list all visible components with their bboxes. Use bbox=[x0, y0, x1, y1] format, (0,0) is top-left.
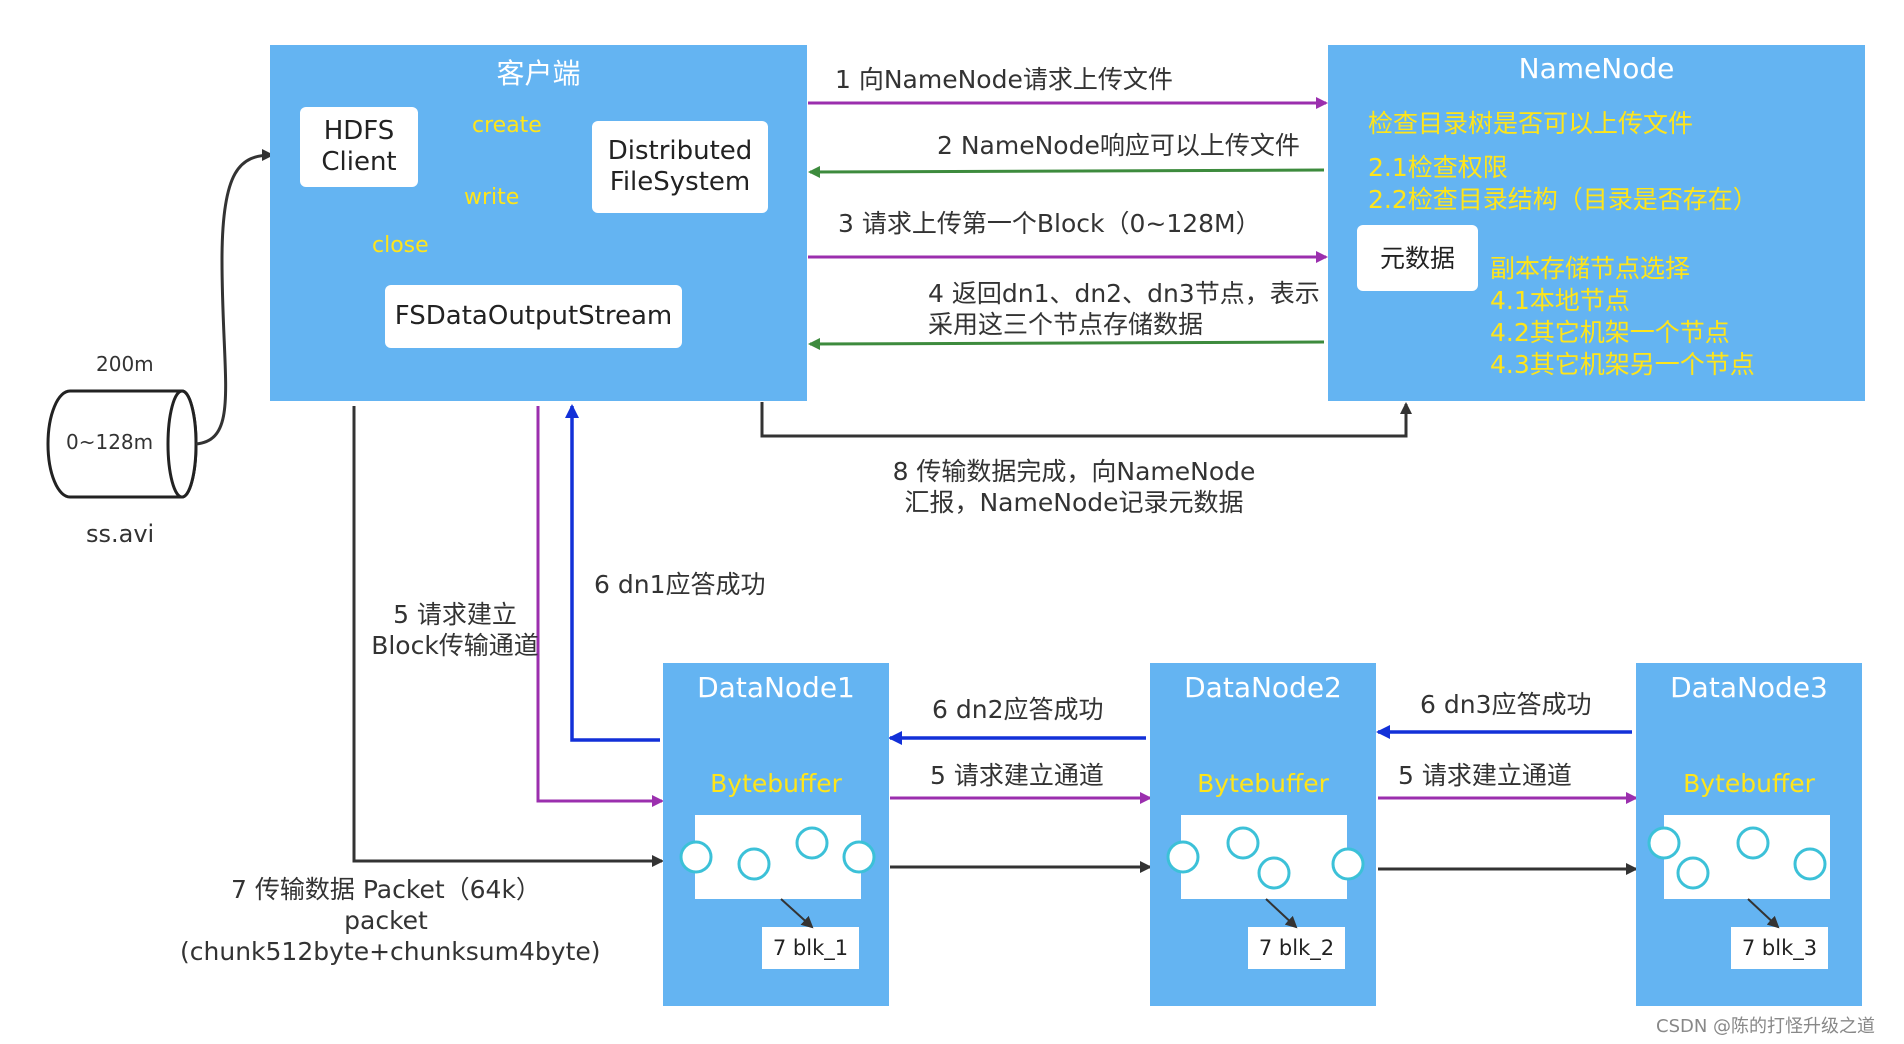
datanode3-title: DataNode3 bbox=[1670, 671, 1828, 704]
file-to-client-arrow bbox=[195, 149, 274, 446]
step4-arrow bbox=[808, 337, 1325, 350]
step6-dn1-label: 6 dn1应答成功 bbox=[594, 570, 766, 599]
packet-circle bbox=[842, 840, 876, 874]
file-name-label: ss.avi bbox=[86, 520, 155, 548]
packet-circle bbox=[1647, 826, 1681, 860]
step2-arrow bbox=[808, 165, 1325, 178]
step6-dn1-arrow bbox=[565, 404, 660, 742]
block-pointer bbox=[1747, 898, 1780, 929]
datanode1-packets bbox=[679, 826, 876, 929]
step5-client-arrow bbox=[536, 406, 664, 807]
create-label: create bbox=[472, 113, 542, 138]
file-block-label: 0~128m bbox=[66, 430, 154, 454]
step6-dn3-label: 6 dn3应答成功 bbox=[1420, 690, 1592, 719]
step5-dn12-label: 5 请求建立通道 bbox=[930, 761, 1104, 790]
block-pointer bbox=[780, 898, 814, 929]
datanode2-bytebuffer-label: Bytebuffer bbox=[1197, 769, 1329, 798]
datanode1-bytebuffer-label: Bytebuffer bbox=[710, 769, 842, 798]
step8-arrow bbox=[760, 402, 1412, 438]
client-title: 客户端 bbox=[496, 57, 581, 90]
datanode3-bytebuffer-label: Bytebuffer bbox=[1683, 769, 1815, 798]
step7-label: 7 传输数据 Packet（64k） packet (chunk512byte+… bbox=[180, 875, 601, 966]
datanode3-block: 7 blk_3 bbox=[1731, 927, 1828, 969]
datanode3-packets bbox=[1647, 826, 1827, 929]
write-label: write bbox=[464, 185, 520, 210]
step3-label: 3 请求上传第一个Block（0~128M） bbox=[838, 209, 1261, 238]
step5-client-label: 5 请求建立 Block传输通道 bbox=[371, 600, 539, 660]
watermark: CSDN @陈的打怪升级之道 bbox=[1656, 1016, 1876, 1037]
hdfs-client-box: HDFS Client bbox=[300, 107, 418, 187]
file-cylinder-icon bbox=[46, 389, 198, 499]
datanode1-block: 7 blk_1 bbox=[762, 927, 859, 969]
datanode2-packets bbox=[1166, 826, 1365, 929]
step1-label: 1 向NameNode请求上传文件 bbox=[835, 65, 1173, 94]
packet-circle bbox=[679, 840, 713, 874]
datanode2-title: DataNode2 bbox=[1184, 671, 1342, 704]
block-pointer bbox=[1265, 898, 1298, 929]
packet-circle bbox=[1793, 847, 1827, 881]
file-size-label: 200m bbox=[96, 352, 154, 376]
check-items-text: 2.1检查权限 2.2检查目录结构（目录是否存在） bbox=[1368, 153, 1758, 214]
fsdata-output-stream-box: FSDataOutputStream bbox=[385, 285, 682, 348]
packet-circle bbox=[737, 847, 771, 881]
packet-circle bbox=[1166, 840, 1200, 874]
packet-circle bbox=[1331, 847, 1365, 881]
namenode-panel bbox=[1328, 45, 1865, 401]
packet-circle bbox=[795, 826, 829, 860]
distributed-filesystem-box: Distributed FileSystem bbox=[592, 121, 768, 213]
metadata-box: 元数据 bbox=[1357, 225, 1478, 291]
packet-circle bbox=[1226, 826, 1260, 860]
check-tree-text: 检查目录树是否可以上传文件 bbox=[1368, 109, 1694, 138]
step2-label: 2 NameNode响应可以上传文件 bbox=[937, 131, 1300, 160]
packet-circle bbox=[1257, 856, 1291, 890]
packet-circle bbox=[1676, 856, 1710, 890]
close-label: close bbox=[372, 233, 429, 258]
datanode1-title: DataNode1 bbox=[697, 671, 855, 704]
step5-dn23-label: 5 请求建立通道 bbox=[1398, 761, 1572, 790]
datanode1-buffer bbox=[695, 815, 861, 899]
datanode2-block: 7 blk_2 bbox=[1248, 927, 1345, 969]
step4-label: 4 返回dn1、dn2、dn3节点，表示 采用这三个节点存储数据 bbox=[928, 279, 1320, 339]
step8-label: 8 传输数据完成，向NameNode 汇报，NameNode记录元数据 bbox=[892, 457, 1256, 517]
packet-circle bbox=[1736, 826, 1770, 860]
step6-dn2-label: 6 dn2应答成功 bbox=[932, 695, 1104, 724]
step7-arrow bbox=[352, 406, 664, 867]
replica-select-text: 副本存储节点选择 4.1本地节点 4.2其它机架一个节点 4.3其它机架另一个节… bbox=[1490, 254, 1755, 379]
namenode-title: NameNode bbox=[1518, 52, 1675, 85]
